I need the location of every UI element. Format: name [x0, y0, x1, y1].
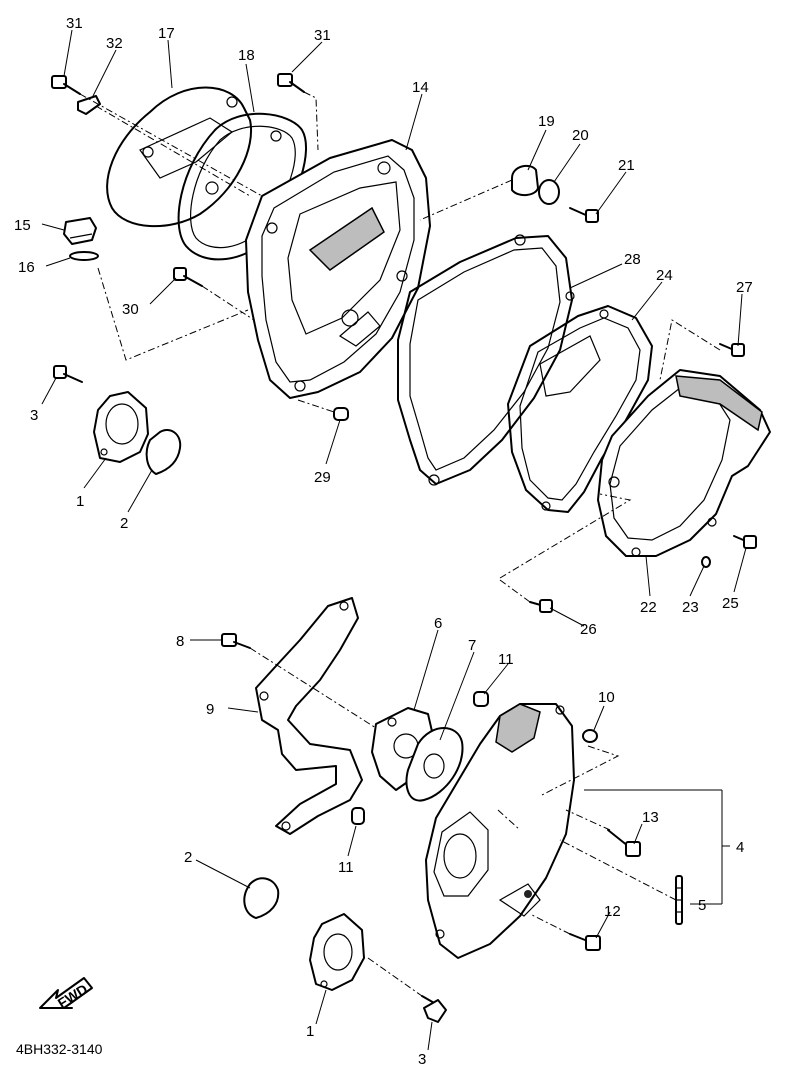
- part-13-bolt[interactable]: [607, 829, 641, 857]
- part-12-bolt[interactable]: [569, 933, 601, 951]
- part-1-cover-top[interactable]: [93, 391, 149, 463]
- callout-27: 27: [736, 279, 753, 296]
- part-26-bolt[interactable]: [529, 599, 553, 613]
- part-31-bolt-b[interactable]: [277, 73, 305, 93]
- part-1-cover-bottom[interactable]: [309, 913, 365, 991]
- part-22-alternator-cover[interactable]: [597, 369, 771, 557]
- callout-1b: 1: [306, 1023, 314, 1040]
- part-3-bolt-bottom[interactable]: [421, 995, 447, 1023]
- part-20-collar[interactable]: [538, 179, 560, 205]
- callout-7: 7: [468, 637, 476, 654]
- part-15-plug[interactable]: [63, 217, 97, 245]
- callout-10: 10: [598, 689, 615, 706]
- callout-15: 15: [14, 217, 31, 234]
- part-16-o-ring[interactable]: [69, 251, 99, 261]
- callout-20: 20: [572, 127, 589, 144]
- callout-23: 23: [682, 599, 699, 616]
- callout-8: 8: [176, 633, 184, 650]
- callout-5: 5: [698, 897, 706, 914]
- callout-16: 16: [18, 259, 35, 276]
- part-14-crankcase-cover[interactable]: [245, 139, 431, 399]
- callout-9: 9: [206, 701, 214, 718]
- callout-25: 25: [722, 595, 739, 612]
- part-2-gasket-top[interactable]: [145, 429, 182, 475]
- leader-lines: [41, 29, 747, 1051]
- part-10-dowel[interactable]: [582, 729, 598, 743]
- callout-19: 19: [538, 113, 555, 130]
- callout-30: 30: [122, 301, 139, 318]
- callout-numbers: 31 32 17 18 31 14 19 20 21 15 16 28 24 2…: [14, 15, 753, 1068]
- callout-17: 17: [158, 25, 175, 42]
- callout-2a: 2: [120, 515, 128, 532]
- fwd-arrow-icon: FWD: [39, 977, 93, 1011]
- part-25-bolt[interactable]: [733, 535, 757, 549]
- part-3-bolt-top[interactable]: [53, 365, 83, 383]
- part-21-bolt[interactable]: [569, 207, 599, 223]
- part-23-dowel[interactable]: [701, 556, 711, 568]
- callout-13: 13: [642, 809, 659, 826]
- callout-4: 4: [736, 839, 744, 856]
- part-19-damper[interactable]: [511, 164, 539, 196]
- callout-24: 24: [656, 267, 673, 284]
- callout-22: 22: [640, 599, 657, 616]
- part-8-bolt[interactable]: [221, 633, 251, 649]
- callout-18: 18: [238, 47, 255, 64]
- callout-14: 14: [412, 79, 429, 96]
- callout-12: 12: [604, 903, 621, 920]
- part-5-clip[interactable]: [675, 875, 683, 925]
- part-29-dowel[interactable]: [333, 407, 349, 421]
- callout-31b: 31: [314, 27, 331, 44]
- callout-3a: 3: [30, 407, 38, 424]
- part-27-bolt[interactable]: [719, 343, 745, 357]
- callout-26: 26: [580, 621, 597, 638]
- callout-1a: 1: [76, 493, 84, 510]
- part-11-dowel-bottom[interactable]: [351, 807, 365, 825]
- diagram-code: 4BH332-3140: [16, 1041, 103, 1057]
- callout-21: 21: [618, 157, 635, 174]
- callout-29: 29: [314, 469, 331, 486]
- callout-6: 6: [434, 615, 442, 632]
- callout-32: 32: [106, 35, 123, 52]
- part-4-crankcase-cover[interactable]: [425, 703, 575, 959]
- part-31-bolt-a[interactable]: [51, 75, 81, 95]
- part-9-gasket[interactable]: [255, 597, 363, 835]
- callout-11b: 11: [338, 859, 354, 876]
- callout-2b: 2: [184, 849, 192, 866]
- part-11-dowel-top[interactable]: [473, 691, 489, 707]
- part-2-gasket-bottom[interactable]: [243, 877, 280, 919]
- part-30-bolt[interactable]: [173, 267, 203, 287]
- callout-3b: 3: [418, 1051, 426, 1068]
- part-17-cover-plate[interactable]: [106, 86, 252, 228]
- callout-31a: 31: [66, 15, 83, 32]
- callout-28: 28: [624, 251, 641, 268]
- callout-11a: 11: [498, 651, 514, 668]
